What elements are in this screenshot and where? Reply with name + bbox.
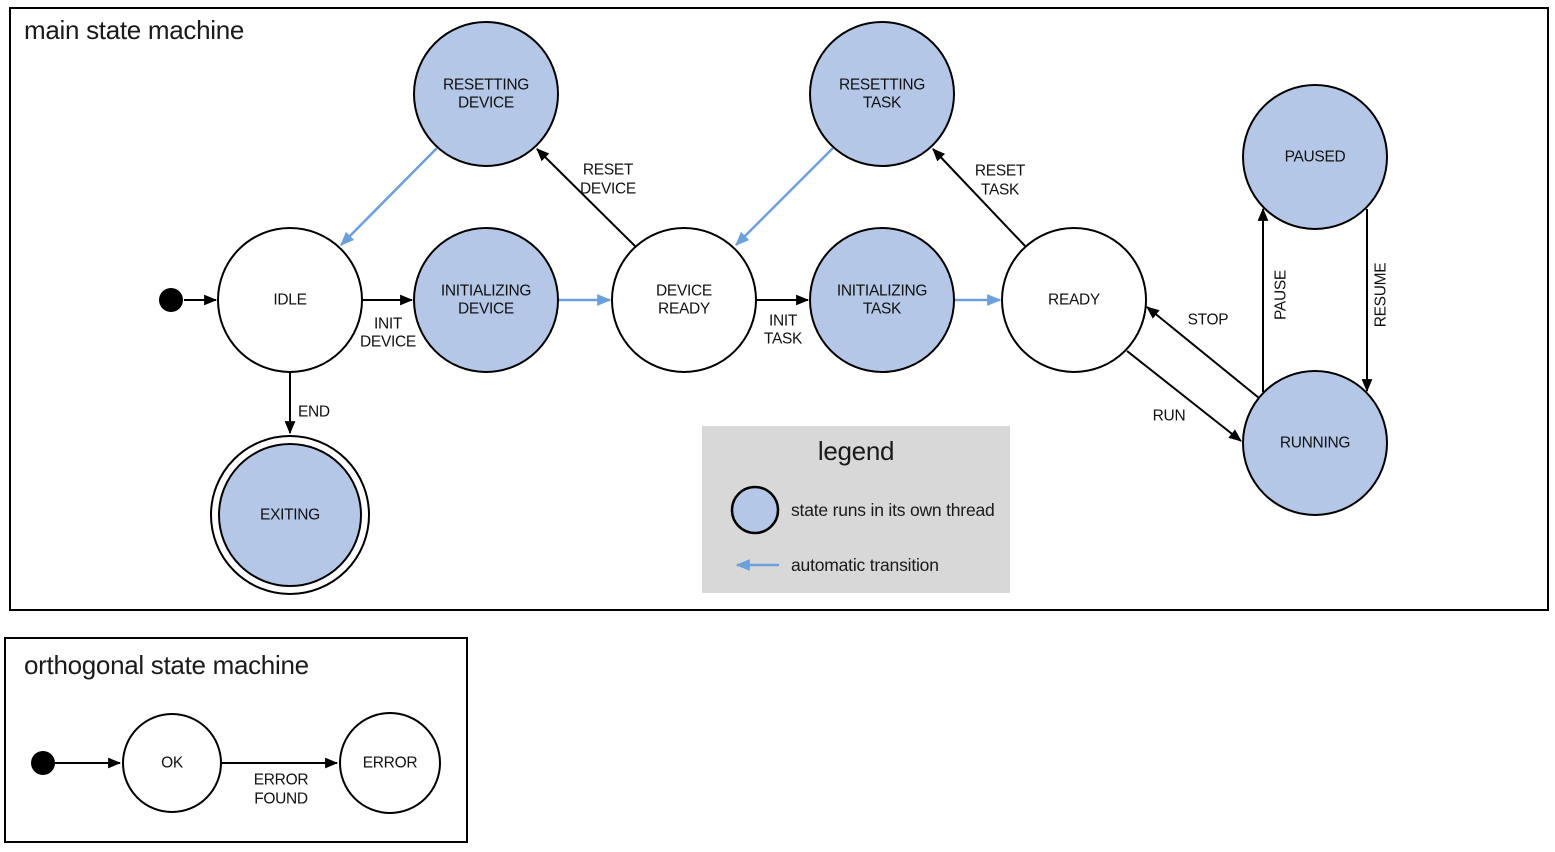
transition-label-init-device-line2: DEVICE <box>360 334 416 351</box>
transition-label-reset-device-line2: DEVICE <box>580 181 636 198</box>
threaded-state-icon <box>730 485 780 535</box>
main-state-machine-group: main state machine INIT DEVICE RESET DEV… <box>9 7 1549 611</box>
transition-reset-device <box>536 148 637 248</box>
state-label-initializing-task-line2: TASK <box>863 301 902 318</box>
state-label-device-ready-line1: DEVICE <box>656 283 712 300</box>
main-machine-title: main state machine <box>24 15 244 45</box>
state-label-resetting-device-line2: DEVICE <box>458 95 514 112</box>
state-label-resetting-task-line1: RESETTING <box>839 77 925 94</box>
state-device-ready <box>611 227 757 373</box>
transition-stop <box>1146 306 1260 399</box>
transition-auto-resettingdevice-to-idle <box>340 147 438 246</box>
state-label-initializing-device-line1: INITIALIZING <box>441 283 531 300</box>
transition-run <box>1126 350 1242 442</box>
state-label-initializing-task-line1: INITIALIZING <box>837 283 927 300</box>
state-initializing-device <box>413 227 559 373</box>
transition-label-end: END <box>298 404 330 421</box>
main-machine-transitions: INIT DEVICE RESET DEVICE INIT TASK RESET… <box>184 147 1390 442</box>
transition-label-init-task-line2: TASK <box>764 331 803 348</box>
transition-label-stop: STOP <box>1188 312 1229 329</box>
state-label-ready: READY <box>1048 292 1100 309</box>
orthogonal-initial-state-icon <box>31 751 55 775</box>
legend-automatic-label: automatic transition <box>791 555 939 575</box>
state-label-resetting-device-line1: RESETTING <box>443 77 529 94</box>
state-label-initializing-device-line2: DEVICE <box>458 301 514 318</box>
state-label-error: ERROR <box>363 755 418 772</box>
transition-reset-task <box>932 148 1027 248</box>
transition-label-resume: RESUME <box>1373 263 1390 328</box>
state-running <box>1242 370 1388 516</box>
state-label-running: RUNNING <box>1280 435 1350 452</box>
state-label-device-ready-line2: READY <box>658 301 710 318</box>
transition-label-error-found-line2: FOUND <box>254 791 308 808</box>
state-ready <box>1001 227 1147 373</box>
main-machine-border <box>9 7 1549 611</box>
transition-label-reset-task-line2: TASK <box>981 182 1020 199</box>
state-resetting-task <box>809 21 955 167</box>
transition-label-error-found-line1: ERROR <box>254 772 309 789</box>
legend: legend state runs in its own thread auto… <box>702 426 1010 593</box>
orthogonal-state-machine-group: orthogonal state machine OK ERROR FOUND … <box>4 637 468 843</box>
orthogonal-machine-border <box>4 637 468 843</box>
state-label-exiting: EXITING <box>260 507 320 524</box>
legend-threaded-label: state runs in its own thread <box>791 500 995 520</box>
transition-label-reset-device-line1: RESET <box>583 162 634 179</box>
state-resetting-device <box>413 21 559 167</box>
transition-label-run: RUN <box>1153 408 1186 425</box>
state-idle <box>217 227 363 373</box>
transition-label-reset-task-line1: RESET <box>975 163 1026 180</box>
main-machine-states: IDLE RESETTING DEVICE INITIALIZING DEVIC… <box>159 21 1388 595</box>
orthogonal-machine-title: orthogonal state machine <box>24 650 309 680</box>
legend-title: legend <box>818 436 894 466</box>
transition-auto-resettingtask-to-deviceready <box>735 147 834 246</box>
state-error <box>339 712 441 814</box>
state-label-ok: OK <box>161 755 184 772</box>
initial-state-icon <box>159 288 183 312</box>
state-exiting <box>218 443 362 587</box>
state-label-resetting-task-line2: TASK <box>863 95 902 112</box>
transition-label-init-device-line1: INIT <box>374 316 403 333</box>
transition-label-init-task-line1: INIT <box>769 313 798 330</box>
state-initializing-task <box>809 227 955 373</box>
state-paused <box>1242 84 1388 230</box>
state-label-paused: PAUSED <box>1285 149 1346 166</box>
transition-label-pause: PAUSE <box>1273 270 1290 320</box>
state-label-idle: IDLE <box>273 292 306 309</box>
